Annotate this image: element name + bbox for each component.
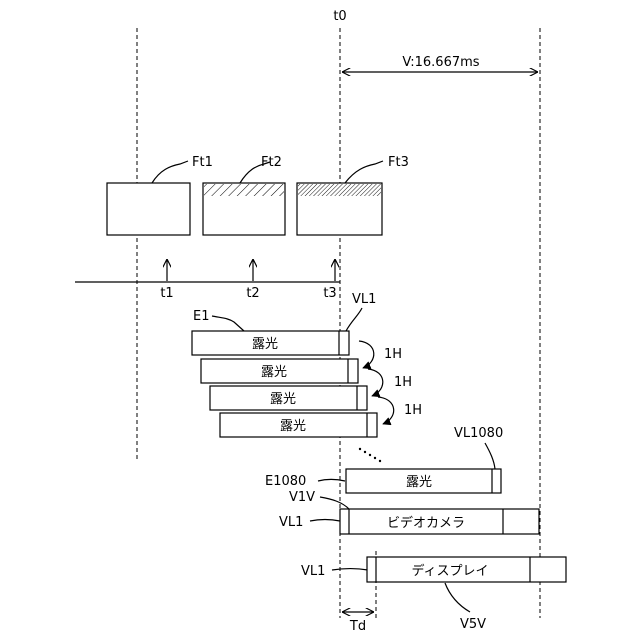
vl1-exposure-label: VL1 <box>352 292 376 307</box>
t2-label: t2 <box>246 286 259 301</box>
e1080-leader <box>318 480 345 482</box>
frame-label-ft3: Ft3 <box>388 155 409 170</box>
period-label: V:16.667ms <box>402 55 479 70</box>
vl1080-leader <box>485 443 495 469</box>
v5v-leader <box>445 583 470 612</box>
exposure-text-1080: 露光 <box>406 475 432 490</box>
frame-ft1 <box>107 183 190 235</box>
exposure-row-1: 露光 <box>192 331 349 355</box>
offset-label-2: 1H <box>394 375 412 390</box>
frame-ft2-hatch <box>204 184 284 196</box>
e1080-label: E1080 <box>265 474 306 489</box>
frame-label-ft2: Ft2 <box>261 155 282 170</box>
display-text: ディスプレイ <box>411 563 488 579</box>
exposure-row-4: 露光 <box>220 413 377 437</box>
offset-arrow-1 <box>359 341 374 368</box>
ellipsis-dots <box>359 448 381 462</box>
vl1-display-label: VL1 <box>301 564 325 579</box>
vl1-display-leader <box>332 569 368 571</box>
display-row: ディスプレイ <box>367 557 566 582</box>
offset-label-1: 1H <box>384 347 402 362</box>
frame-ft3-hatch <box>298 184 381 196</box>
vl1-exposure-leader <box>346 308 362 331</box>
exposure-row-1080: 露光 <box>346 469 501 493</box>
e1-leader <box>212 316 244 331</box>
v1v-label: V1V <box>289 490 315 505</box>
exposure-text-4: 露光 <box>280 419 306 434</box>
t1-label: t1 <box>160 286 173 301</box>
exposure-row-2: 露光 <box>201 359 358 383</box>
vl1080-label: VL1080 <box>454 426 503 441</box>
ft3-leader <box>345 161 383 183</box>
v1v-leader <box>320 497 349 509</box>
v5v-label: V5V <box>460 617 486 632</box>
offset-arrow-3 <box>378 397 394 424</box>
exposure-text-2: 露光 <box>261 365 287 380</box>
exposure-text-3: 露光 <box>270 392 296 407</box>
vl1-camera-leader <box>310 520 340 522</box>
delay-label: Td <box>349 619 366 634</box>
video-camera-text: ビデオカメラ <box>387 515 465 531</box>
t3-label: t3 <box>323 286 336 301</box>
exposure-row-3: 露光 <box>210 386 367 410</box>
ft1-leader <box>152 161 188 183</box>
video-camera-row: ビデオカメラ <box>340 509 539 534</box>
exposure-text-1: 露光 <box>252 337 278 352</box>
frame-label-ft1: Ft1 <box>192 155 213 170</box>
t0-label: t0 <box>333 9 346 24</box>
offset-label-3: 1H <box>404 403 422 418</box>
vl1-camera-label: VL1 <box>279 515 303 530</box>
e1-label: E1 <box>193 309 210 324</box>
offset-arrow-2 <box>368 369 383 396</box>
